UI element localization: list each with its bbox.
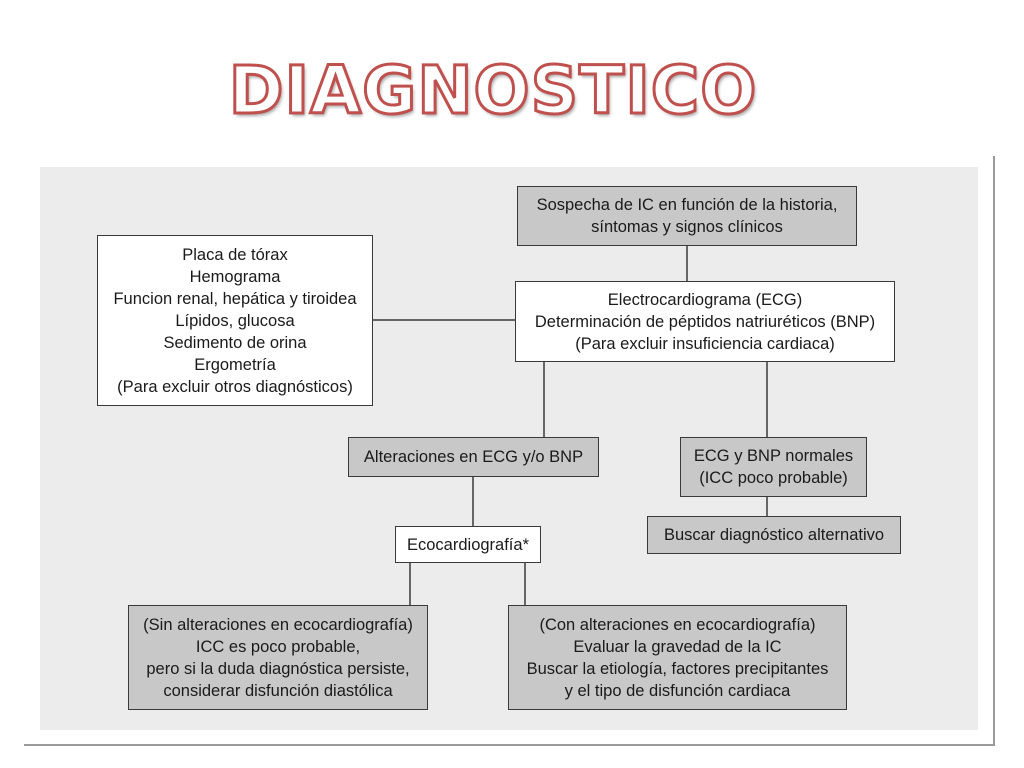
node-text-line: Sospecha de IC en función de la historia…: [536, 196, 838, 214]
node-sin-alteraciones: (Sin alteraciones en ecocardiografía) ICC…: [128, 605, 428, 710]
node-text-line: Placa de tórax: [182, 245, 288, 264]
node-text-line: Lípidos, glucosa: [175, 311, 295, 330]
node-text-line: Ergometría: [194, 355, 276, 374]
node-text-line: Buscar diagnóstico alternativo: [663, 526, 885, 544]
node-text-line: (ICC poco probable): [699, 469, 848, 487]
frame-right-border: [993, 156, 995, 744]
node-text-line: Alteraciones en ECG y/o BNP: [363, 448, 584, 466]
node-text-line: Hemograma: [189, 267, 281, 286]
node-text-line: considerar disfunción diastólica: [163, 681, 393, 700]
node-text-line: Sedimento de orina: [163, 333, 307, 352]
node-text-line: Determinación de péptidos natriuréticos …: [534, 312, 876, 331]
node-ecg-bnp-normales: ECG y BNP normales (ICC poco probable): [680, 437, 867, 497]
node-text-line: Electrocardiograma (ECG): [607, 290, 803, 309]
node-text-line: ICC es poco probable,: [195, 637, 361, 656]
node-text-line: (Sin alteraciones en ecocardiografía): [143, 615, 413, 634]
node-con-alteraciones: (Con alteraciones en ecocardiografía) Eva…: [508, 605, 847, 710]
node-text-line: (Con alteraciones en ecocardiografía): [539, 615, 816, 634]
node-text-line: Ecocardiografía*: [407, 535, 529, 554]
node-text-line: Funcion renal, hepática y tiroidea: [113, 289, 357, 308]
node-text-line: Buscar la etiología, factores precipitan…: [526, 659, 829, 678]
node-text-line: ECG y BNP normales: [693, 447, 854, 465]
node-text-line: y el tipo de disfunción cardiaca: [564, 681, 791, 700]
slide-title: DIAGNOSTICO: [227, 51, 758, 131]
node-text-line: Evaluar la gravedad de la IC: [573, 637, 782, 656]
node-buscar-alternativo: Buscar diagnóstico alternativo: [647, 516, 901, 554]
frame-bottom-border: [24, 744, 995, 746]
node-ecocardiografia: Ecocardiografía*: [395, 526, 541, 563]
node-alteraciones-ecg-bnp: Alteraciones en ECG y/o BNP: [348, 437, 599, 477]
node-text-line: (Para excluir otros diagnósticos): [117, 377, 353, 396]
node-ecg-bnp: Electrocardiograma (ECG) Determinación de…: [515, 281, 895, 362]
node-text-line: síntomas y signos clínicos: [591, 218, 783, 236]
node-sospecha-ic: Sospecha de IC en función de la historia…: [517, 186, 857, 246]
node-text-line: (Para excluir insuficiencia cardiaca): [575, 334, 835, 353]
node-text-line: pero si la duda diagnóstica persiste,: [146, 659, 410, 678]
